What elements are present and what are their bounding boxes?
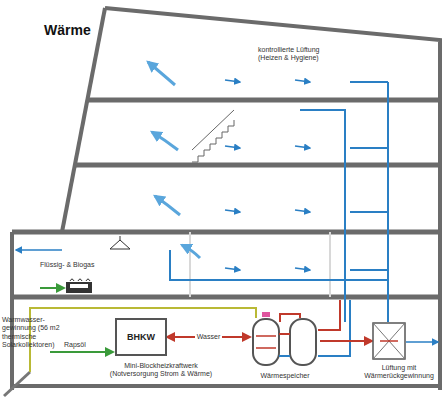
pipe-connector xyxy=(320,340,372,342)
node-caption: Lüftung mit Wärmerückgewinnung xyxy=(362,364,436,381)
node-label: BHKW xyxy=(127,332,155,343)
heat-recovery-unit: Lüftung mit Wärmerückgewinnung xyxy=(372,322,406,360)
chp-unit-box: BHKWMini-Blockheizkraftwerk (Notversorgu… xyxy=(115,318,167,356)
heat-storage-tanks: Wärmespeicher xyxy=(250,316,320,368)
oil-note: Rapsöl xyxy=(64,341,104,349)
node-caption: Wärmespeicher xyxy=(242,372,328,380)
connector-label: Wasser xyxy=(195,333,222,341)
ventilation-note: kontrollierte Lüftung (Heizen & Hygiene) xyxy=(258,46,340,63)
node-caption: Mini-Blockheizkraftwerk (Notversorgung S… xyxy=(105,362,217,379)
exchanger-outline xyxy=(372,322,406,360)
gas-note: Flüssig- & Biogas xyxy=(40,261,100,269)
solar-note: Warmwasser-gewinnung (56 m2 thermische S… xyxy=(2,316,68,350)
tank-outline xyxy=(250,316,320,368)
diagram-title: Wärme xyxy=(44,22,91,38)
